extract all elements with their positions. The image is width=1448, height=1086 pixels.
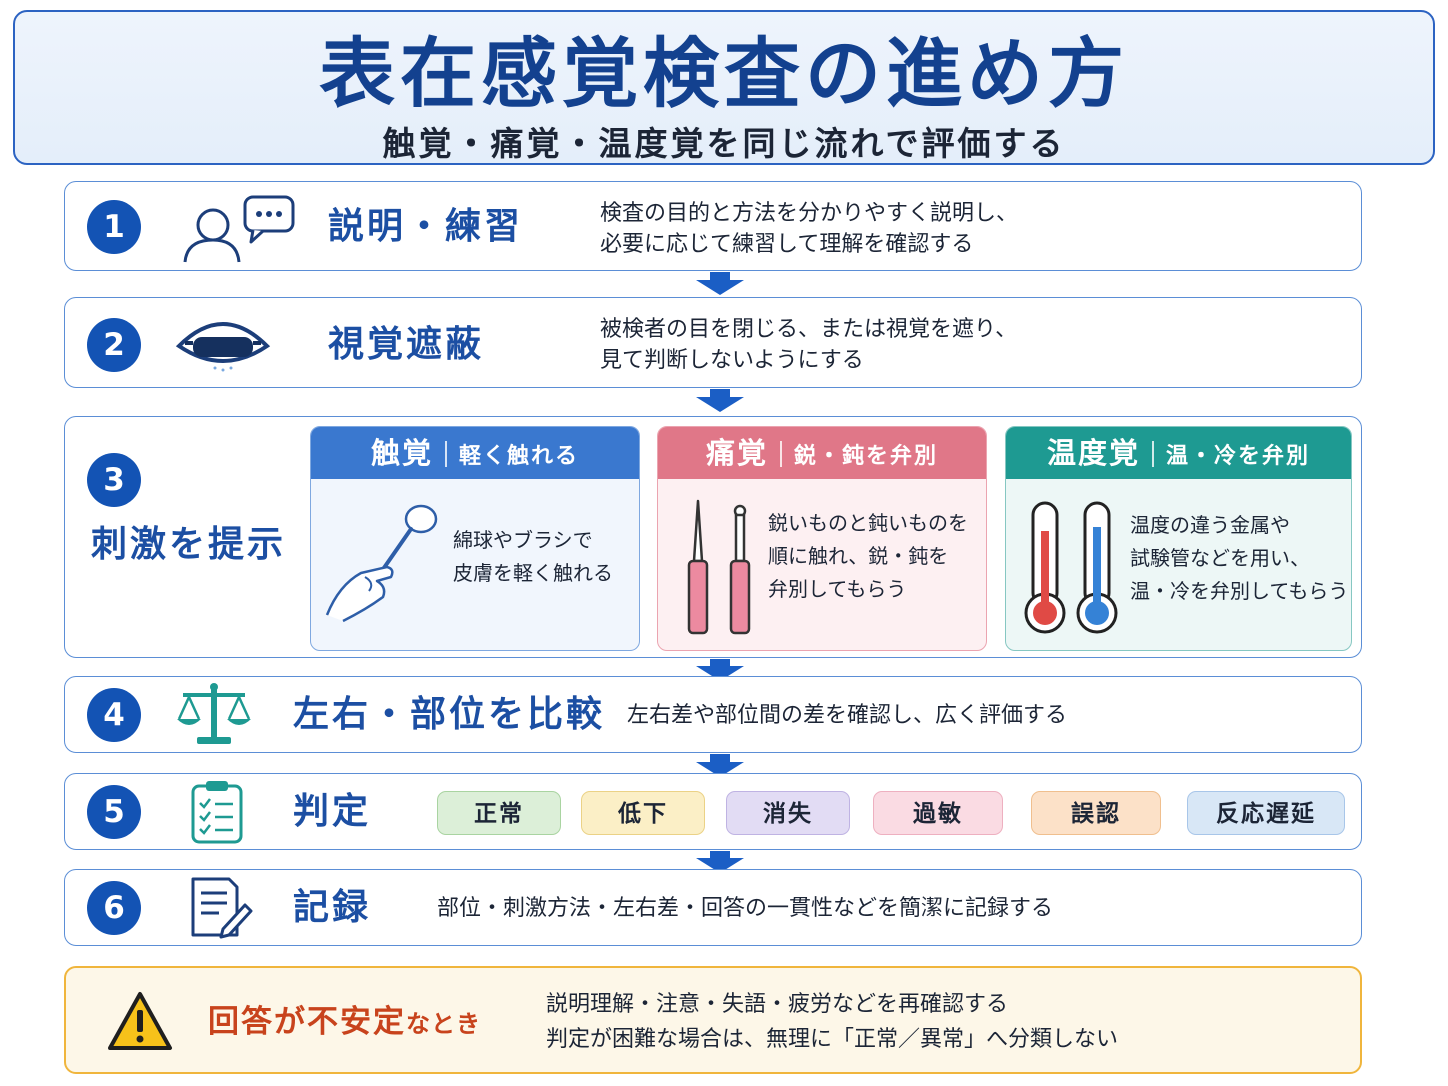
warning-line-2: 判定が困難な場合は、無理に「正常／異常」へ分類しない <box>546 1027 1119 1052</box>
step-4-desc: 左右差や部位間の差を確認し、広く評価する <box>627 703 1068 728</box>
step-1-desc-line-1: 検査の目的と方法を分かりやすく説明し、 <box>600 201 1019 226</box>
stimulus-card-temperature: 温度覚 温・冷を弁別 温度の違う金属や 試験管などを用い、 温・冷を弁別してもらう <box>1005 426 1352 651</box>
warning-title: 回答が不安定なとき <box>208 1002 481 1047</box>
step-2-title: 視覚遮蔽 <box>328 324 485 365</box>
eye-mask-icon <box>175 322 271 372</box>
flow-arrow-2 <box>696 397 744 412</box>
judgement-absent: 消失 <box>726 791 850 835</box>
step-3-title: 刺激を提示 <box>91 524 287 565</box>
step-5-title: 判定 <box>293 791 372 832</box>
stimulus-temperature-line-2: 試験管などを用い、 <box>1130 546 1310 570</box>
judgement-misperception: 誤認 <box>1031 791 1161 835</box>
thermometers-icon <box>1024 501 1118 634</box>
stimulus-touch-sub: 軽く触れる <box>459 444 580 469</box>
flow-arrow-1 <box>696 280 744 295</box>
step-1-number: 1 <box>87 200 141 254</box>
step-6-title: 記録 <box>293 887 372 928</box>
pin-tools-icon <box>687 499 751 635</box>
step-6-number: 6 <box>87 881 141 935</box>
flow-arrow-5-stem <box>710 851 730 859</box>
step-3-number: 3 <box>87 453 141 507</box>
step-5-row: 5 判定 正常 低下 消失 過敏 誤認 反応遅延 <box>64 773 1362 850</box>
page-subtitle: 触覚・痛覚・温度覚を同じ流れで評価する <box>382 124 1066 163</box>
stimulus-temperature-name: 温度覚 <box>1046 436 1140 470</box>
header-separator <box>445 441 447 467</box>
stimulus-card-touch-header: 触覚 軽く触れる <box>311 427 639 479</box>
stimulus-card-pain-header: 痛覚 鋭・鈍を弁別 <box>658 427 986 479</box>
step-4-row: 4 左右・部位を比較 左右差や部位間の差を確認し、広く評価する <box>64 676 1362 753</box>
flow-arrow-3-stem <box>710 659 730 667</box>
stimulus-touch-name: 触覚 <box>370 436 433 470</box>
stimulus-pain-name: 痛覚 <box>705 436 768 470</box>
stimulus-card-touch: 触覚 軽く触れる 綿球やブラシで 皮膚を軽く触れる <box>310 426 640 651</box>
warning-triangle-icon <box>108 992 172 1050</box>
stimulus-touch-line-2: 皮膚を軽く触れる <box>453 561 613 585</box>
step-2-number: 2 <box>87 318 141 372</box>
stimulus-pain-sub: 鋭・鈍を弁別 <box>794 444 939 469</box>
header-separator <box>1152 441 1154 467</box>
stimulus-pain-line-2: 順に触れ、鋭・鈍を <box>768 544 949 568</box>
judgement-hypersensitive: 過敏 <box>873 791 1003 835</box>
step-4-number: 4 <box>87 688 141 742</box>
page-title: 表在感覚検査の進め方 <box>319 29 1129 118</box>
step-2-desc-line-2: 見て判断しないようにする <box>600 348 864 373</box>
judgement-delayed-response: 反応遅延 <box>1187 791 1345 835</box>
step-1-row: 1 説明・練習 検査の目的と方法を分かりやすく説明し、 必要に応じて練習して理解… <box>64 181 1362 271</box>
stimulus-touch-line-1: 綿球やブラシで <box>453 528 593 552</box>
stimulus-temperature-line-3: 温・冷を弁別してもらう <box>1130 579 1349 603</box>
stimulus-temperature-sub: 温・冷を弁別 <box>1166 444 1311 469</box>
step-1-title: 説明・練習 <box>328 206 524 247</box>
balance-scale-icon <box>177 683 251 744</box>
stimulus-card-temperature-header: 温度覚 温・冷を弁別 <box>1006 427 1351 479</box>
header-separator <box>780 441 782 467</box>
step-5-number: 5 <box>87 785 141 839</box>
step-2-row: 2 視覚遮蔽 被検者の目を閉じる、または視覚を遮り、 見て判断しないようにする <box>64 297 1362 388</box>
stimulus-card-pain: 痛覚 鋭・鈍を弁別 鋭いものと鈍いものを 順に触れ、鋭・鈍を 弁別してもらう <box>657 426 987 651</box>
warning-panel: 回答が不安定なとき 説明理解・注意・失語・疲労などを再確認する 判定が困難な場合… <box>64 966 1362 1074</box>
warning-title-main: 回答が不安定 <box>208 1004 406 1040</box>
warning-title-tail: なとき <box>406 1010 481 1038</box>
document-pen-icon <box>191 877 253 939</box>
flow-arrow-1-stem <box>710 272 730 280</box>
cotton-swab-hand-icon <box>325 504 438 623</box>
step-4-title: 左右・部位を比較 <box>293 694 606 735</box>
step-6-desc: 部位・刺激方法・左右差・回答の一貫性などを簡潔に記録する <box>437 896 1054 921</box>
step-2-desc-line-1: 被検者の目を閉じる、または視覚を遮り、 <box>600 317 1018 342</box>
flow-arrow-4-stem <box>710 754 730 762</box>
step-3-row: 3 刺激を提示 触覚 軽く触れる 綿球やブラシで 皮膚を軽く触れる 痛覚 鋭・鈍を弁… <box>64 416 1362 658</box>
judgement-normal: 正常 <box>437 791 561 835</box>
flow-arrow-2-stem <box>710 389 730 397</box>
header-panel: 表在感覚検査の進め方 触覚・痛覚・温度覚を同じ流れで評価する <box>13 10 1435 165</box>
warning-line-1: 説明理解・注意・失語・疲労などを再確認する <box>546 992 1009 1017</box>
step-6-row: 6 記録 部位・刺激方法・左右差・回答の一貫性などを簡潔に記録する <box>64 869 1362 946</box>
person-speech-icon <box>183 195 295 263</box>
judgement-decreased: 低下 <box>581 791 705 835</box>
stimulus-pain-line-3: 弁別してもらう <box>768 577 907 601</box>
stimulus-pain-line-1: 鋭いものと鈍いものを <box>768 511 968 535</box>
step-1-desc-line-2: 必要に応じて練習して理解を確認する <box>600 232 974 257</box>
stimulus-temperature-line-1: 温度の違う金属や <box>1130 513 1290 537</box>
clipboard-checklist-icon <box>191 781 243 844</box>
